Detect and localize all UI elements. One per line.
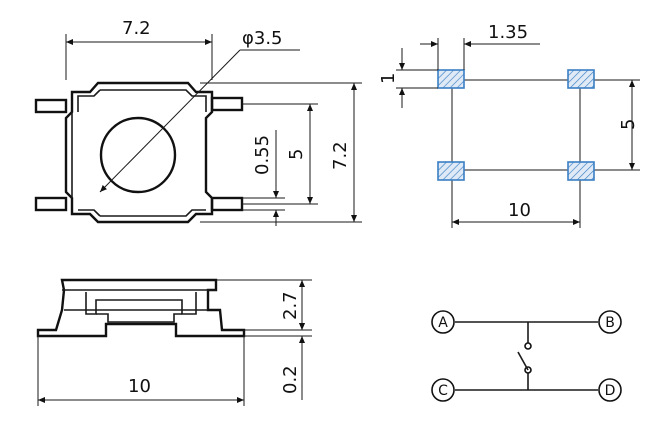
width-dim-label: 7.2 [122, 18, 151, 39]
pad-height-label: 1 [378, 73, 399, 84]
lead-thickness-label: 0.2 [280, 365, 301, 394]
terminal-b-label: B [605, 315, 615, 331]
pin-width-label: 0.55 [252, 135, 273, 175]
vertical-pitch-label: 5 [618, 119, 639, 130]
pin-bottom-right [210, 196, 244, 212]
pad-width-label: 1.35 [488, 22, 528, 43]
pad-top-right [567, 69, 595, 89]
terminal-a-label: A [438, 315, 448, 331]
terminal-d [598, 378, 622, 402]
terminal-b [598, 310, 622, 334]
diameter-label: φ3.5 [242, 28, 283, 49]
pad-bottom-right [567, 161, 595, 181]
terminal-c [431, 378, 455, 402]
pin-top-right [210, 96, 244, 112]
switch-schematic: A B C D [431, 310, 622, 402]
height-dim-label: 7.2 [330, 141, 351, 170]
actuator-circle [99, 116, 177, 194]
top-view: φ3.5 7.2 7.2 5 0.55 [34, 18, 362, 226]
terminal-a [431, 310, 455, 334]
pad-bottom-left [437, 161, 465, 181]
pin-bottom-left [34, 196, 68, 212]
pad-layout: 1.35 1 5 10 [378, 22, 640, 228]
side-body-outline [36, 278, 246, 338]
horizontal-pitch-label: 10 [508, 200, 531, 221]
pad-top-left [437, 69, 465, 89]
side-height-label: 2.7 [280, 291, 301, 320]
pin-top-left [34, 98, 68, 114]
side-view: 2.7 0.2 10 [36, 278, 312, 406]
pin-pitch-label: 5 [286, 149, 307, 160]
terminal-d-label: D [605, 383, 616, 399]
side-length-label: 10 [128, 376, 151, 397]
terminal-c-label: C [438, 383, 448, 399]
